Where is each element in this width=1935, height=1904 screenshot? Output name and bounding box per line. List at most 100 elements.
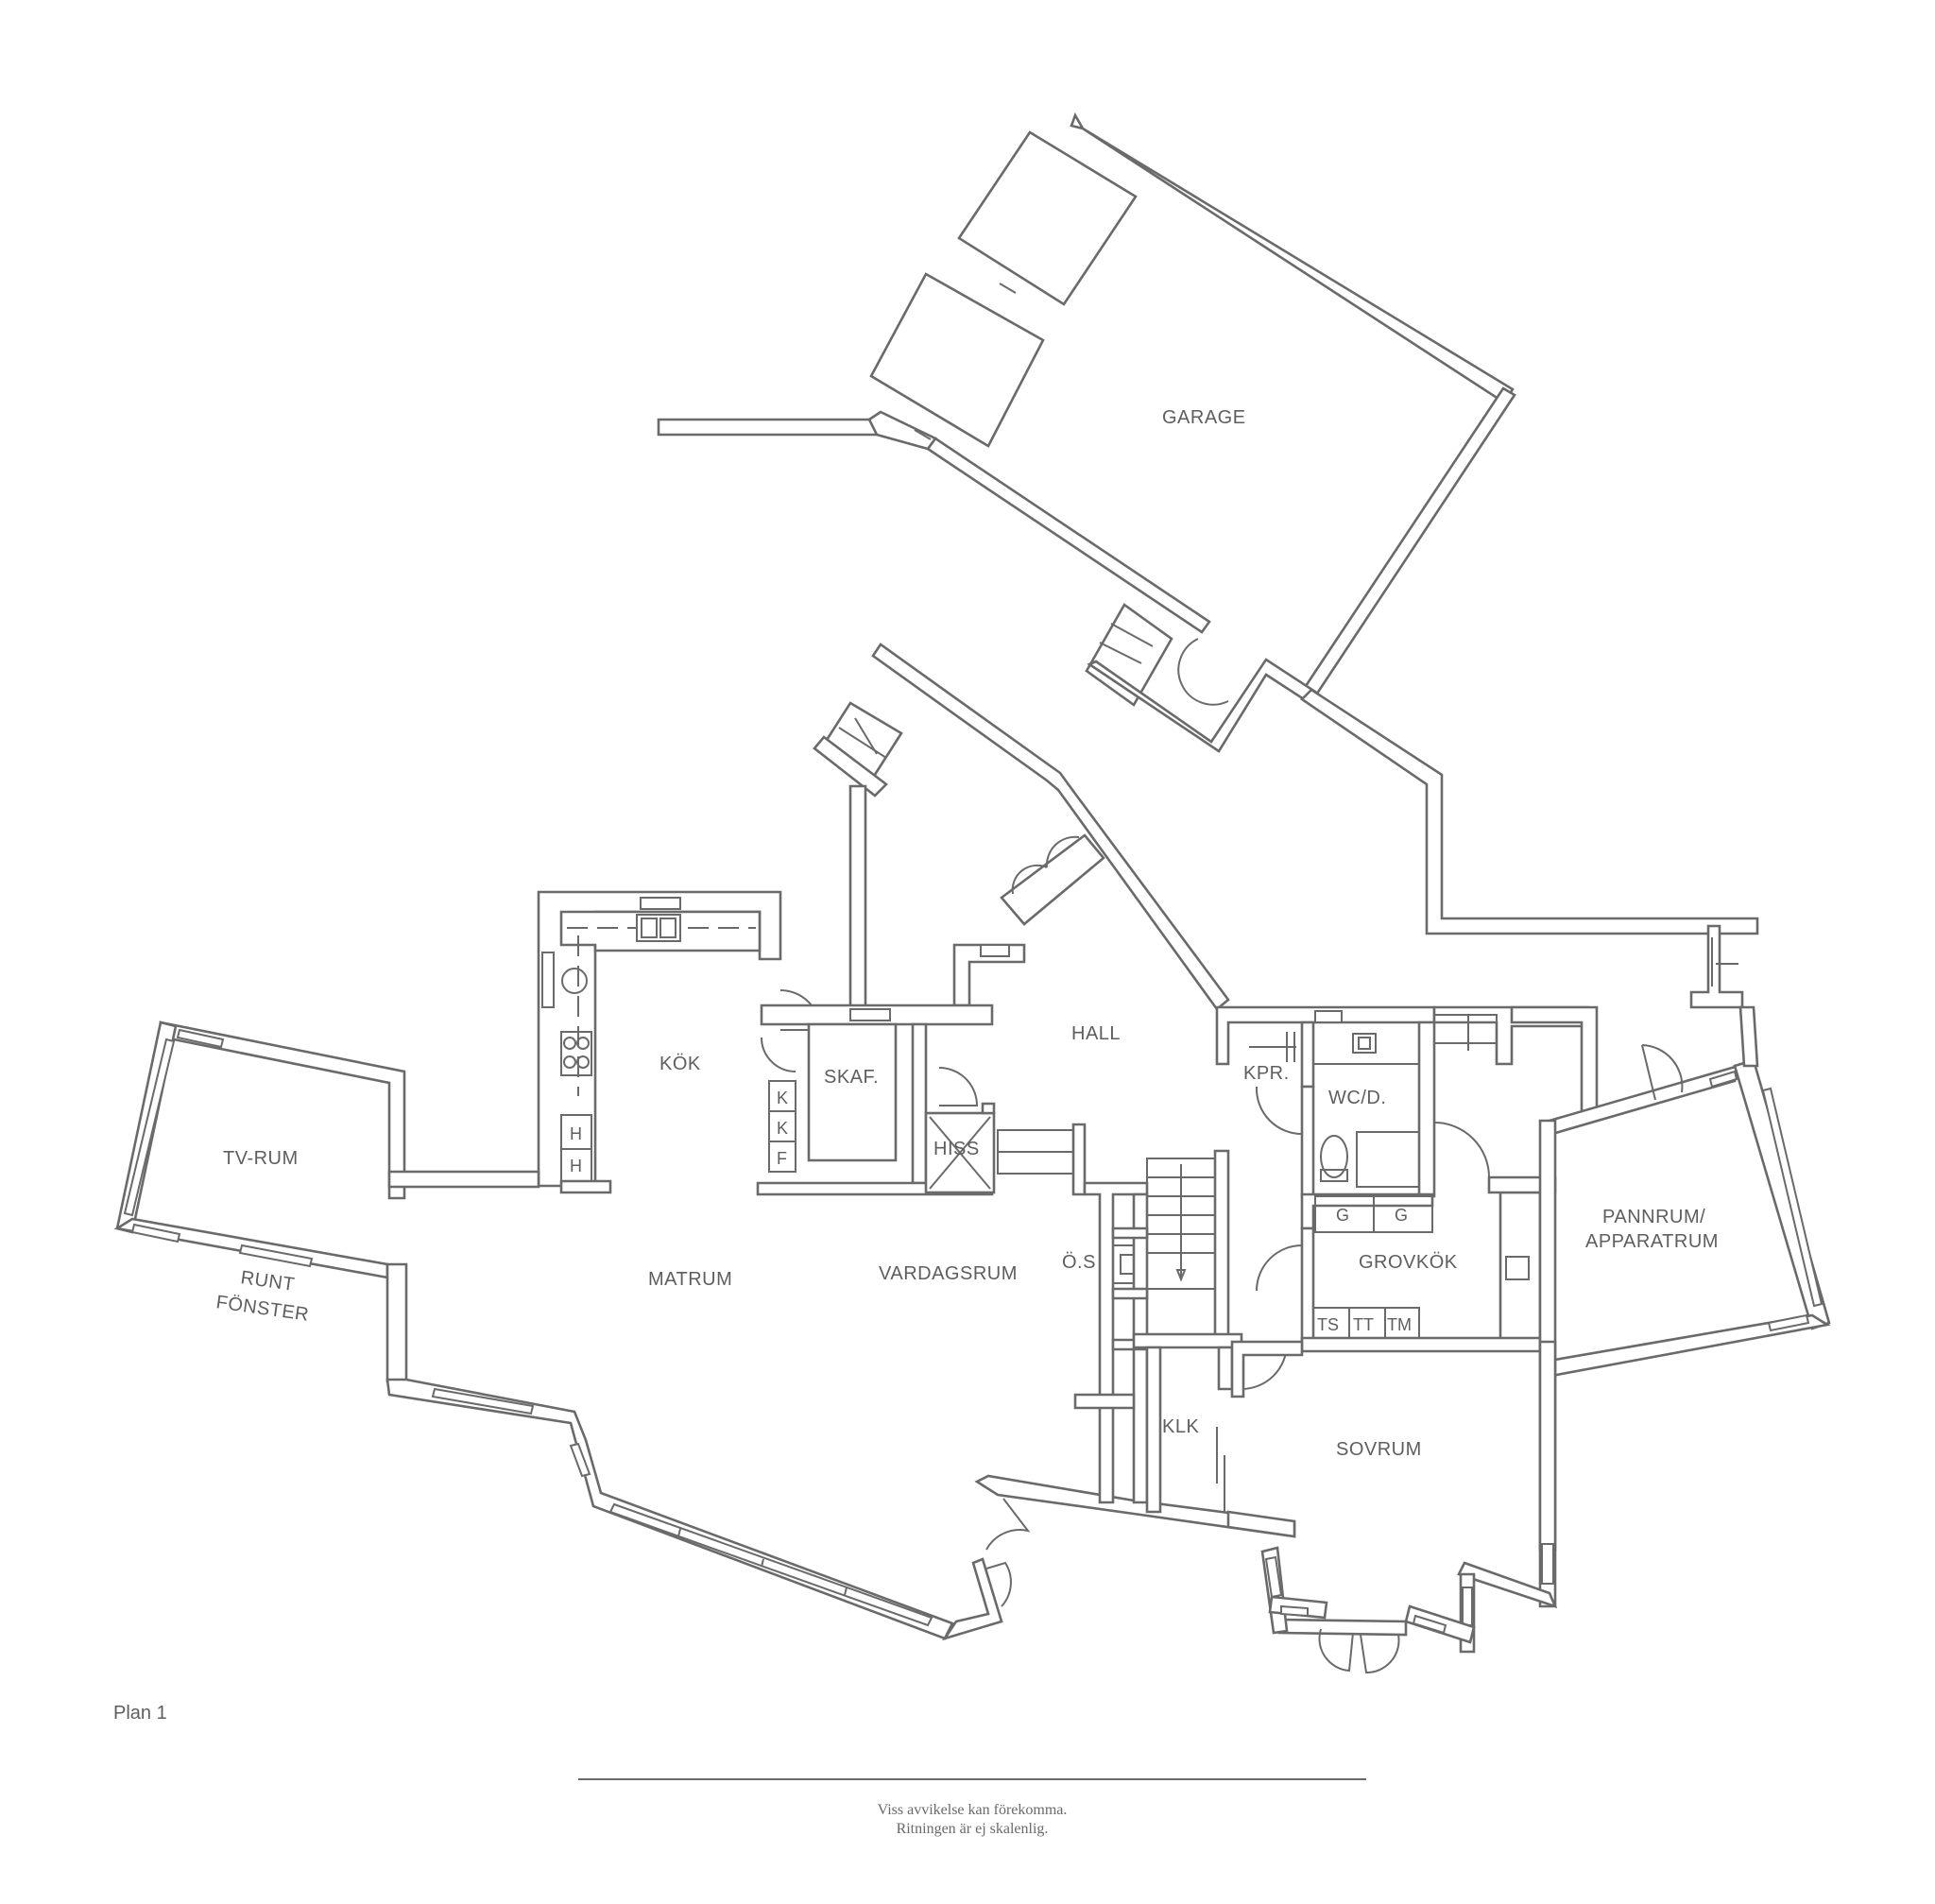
pantry-cabinet-label: K — [777, 1119, 788, 1138]
label-sovrum: SOVRUM — [1336, 1439, 1422, 1460]
grovkok-west-wall — [1300, 1226, 1315, 1344]
plan-title: Plan 1 — [113, 1703, 167, 1724]
stair-arrow-head — [1175, 1269, 1187, 1282]
garage-window-mullion — [1099, 642, 1142, 664]
grovkok-door-swing — [1256, 1244, 1303, 1292]
kitchen-tap-icon — [561, 968, 588, 994]
pannrum-north-entry — [1689, 924, 1744, 1009]
stair-landing-wall — [1073, 1393, 1136, 1410]
hall-north-wall — [871, 643, 1230, 1011]
matrum-south-window — [431, 1387, 535, 1415]
label-vardagsrum: VARDAGSRUM — [879, 1263, 1018, 1284]
sovrum-sw-window — [1280, 1604, 1309, 1618]
elevator-wall-east — [981, 1102, 996, 1115]
matrum-west-lower-wall — [385, 1262, 408, 1383]
garage-door-hinge — [914, 429, 932, 440]
window-mullion — [761, 1558, 764, 1568]
label-os: Ö.S — [1062, 1252, 1096, 1273]
kitchen-cabinet-label: H — [570, 1124, 582, 1143]
hall-door-swing — [1011, 864, 1048, 895]
garage-left-door-panel — [957, 130, 1138, 306]
sovrum-west-wall — [1226, 1510, 1296, 1538]
garage-south-wall — [926, 437, 1211, 634]
utility-structure — [1538, 924, 1831, 1552]
garage-wall — [1070, 111, 1515, 404]
grovkok-appliance-label: G — [1336, 1206, 1349, 1225]
kitchen-structure: H H — [537, 890, 822, 1194]
label-runt: RUNT — [239, 1267, 296, 1295]
stove-burner-icon — [563, 1037, 576, 1050]
pannrum-east-window — [1761, 1087, 1824, 1308]
elevator-structure — [924, 1067, 1087, 1196]
sovrum-door-swing — [1360, 1634, 1400, 1674]
pantry-door-swing — [761, 1037, 796, 1072]
wcd-sink-icon — [1352, 1033, 1377, 1054]
label-hall: HALL — [1071, 1023, 1121, 1044]
grovkok-floor-drain — [1505, 1256, 1530, 1280]
garage-right-door-panel — [869, 272, 1045, 448]
kpr-door-swing — [1255, 1086, 1305, 1136]
grovkok-appliance-label: TM — [1387, 1315, 1412, 1334]
kitchen-sink-bowl — [641, 918, 658, 938]
tv-room-south-wall — [387, 1170, 540, 1189]
living-structure — [385, 1262, 1296, 1641]
garage-west-wall — [867, 410, 937, 451]
grovkok-hatch — [1433, 1014, 1498, 1044]
hall-window — [980, 944, 1010, 957]
kitchen-north-window — [640, 897, 681, 910]
runt-fonster-window — [238, 1244, 314, 1268]
entry-west-wall — [848, 784, 867, 1009]
matrum-corner-window — [569, 1442, 591, 1478]
hall-door-swing — [1045, 835, 1080, 868]
wcd-sink-bowl — [1358, 1037, 1371, 1050]
wcd-east-wall — [1417, 1021, 1436, 1198]
footer-divider — [578, 1778, 1366, 1780]
tv-room-north-window — [176, 1028, 225, 1049]
garage-east-wall — [1300, 386, 1516, 701]
tv-room-west-window — [123, 1038, 176, 1217]
hall-inner-door-frame — [1000, 833, 1105, 926]
stove-burner-icon — [576, 1037, 590, 1050]
toilet-tank — [1320, 1169, 1348, 1182]
toilet-icon — [1320, 1135, 1348, 1178]
kpr-east-wall — [1300, 1021, 1315, 1089]
wcd-window — [1314, 1010, 1343, 1023]
window-mullion — [844, 1587, 848, 1596]
stair-structure — [1073, 1149, 1288, 1514]
garage-structure — [657, 111, 1759, 935]
sovrum-north-wall — [1230, 1340, 1304, 1398]
vardagsrum-east-corner-wall — [941, 1557, 1003, 1641]
pannrum-door-swing — [1641, 1044, 1684, 1093]
stove-burner-icon — [563, 1055, 576, 1069]
os-cabinet-inner — [1120, 1254, 1135, 1275]
grovkok-north-pier — [1510, 1005, 1599, 1117]
pannrum-east-pier — [1738, 1005, 1759, 1068]
wcd-shower — [1356, 1131, 1420, 1188]
pannrum-north-window — [1708, 1070, 1738, 1089]
grovkok-appliance-label: TS — [1317, 1315, 1339, 1334]
sovrum-se-bay — [1457, 1561, 1558, 1609]
kitchen-stove — [560, 1031, 592, 1076]
stair-step-mid — [1111, 1226, 1149, 1240]
label-fonster: FÖNSTER — [214, 1292, 310, 1326]
klk-east-wall — [1217, 1346, 1234, 1391]
balcony-door-swing — [985, 1498, 1031, 1551]
pantry-freezer — [768, 1141, 796, 1173]
garage-window-mullion — [1110, 623, 1154, 647]
elevator-door-swing — [938, 1067, 979, 1106]
pantry-cabinet-label: K — [777, 1089, 788, 1107]
label-wcd: WC/D. — [1328, 1088, 1386, 1108]
tv-room-structure — [113, 1021, 540, 1279]
pantry-wall-east — [911, 1022, 928, 1185]
kitchen-cabinet-label: H — [570, 1157, 582, 1175]
disclaimer-line-2: Ritningen är ej skalenlig. — [896, 1821, 1049, 1837]
elevator-jamb — [1071, 1123, 1087, 1196]
vardagsrum-window-strip — [608, 1502, 933, 1627]
pantry-window — [849, 1008, 891, 1021]
garage-connector-wall — [1299, 688, 1759, 935]
sovrum-bay-window-south — [1412, 1614, 1447, 1635]
label-hiss: HISS — [933, 1139, 980, 1159]
stair-bottom-wall — [1132, 1332, 1243, 1349]
label-apparatrum: APPARATRUM — [1585, 1231, 1719, 1252]
